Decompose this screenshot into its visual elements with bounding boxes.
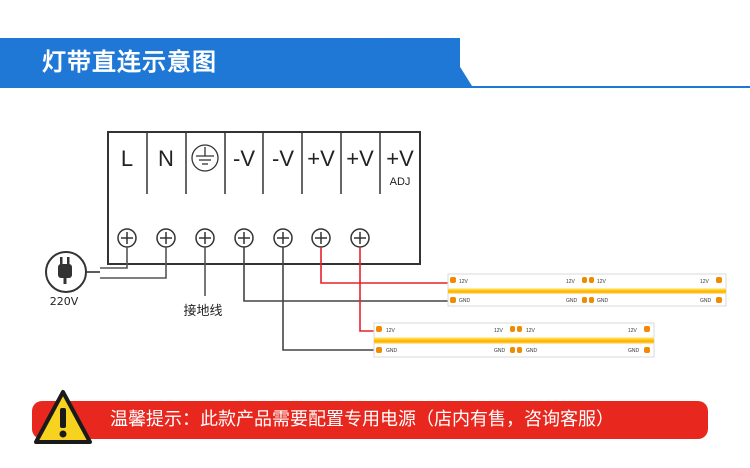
ac-input-wires: [100, 247, 167, 279]
led-strip: 12V 12V 12V 12V GND GND GND GND: [447, 273, 727, 307]
strip-label-gnd: GND: [386, 348, 398, 354]
strip-label-gnd: GND: [526, 348, 538, 354]
positive-wires: [320, 247, 455, 332]
terminal-label-pos-adj: +V: [386, 146, 414, 171]
page-title: 灯带直连示意图: [42, 48, 217, 76]
strip-label-12v: 12V: [628, 328, 638, 334]
negative-wires: [243, 247, 455, 351]
strip-label-gnd: GND: [459, 298, 471, 304]
strip-label-12v: 12V: [386, 328, 396, 334]
screw-terminal: [311, 228, 331, 248]
led-glow: [374, 337, 654, 344]
plug-icon: [45, 251, 100, 293]
power-supply: L N -V -V +V +V +V ADJ: [107, 131, 421, 265]
warning-banner: [32, 401, 708, 439]
voltage-label: 220V: [50, 295, 79, 308]
strip-label-12v: 12V: [459, 279, 469, 285]
terminal-label-l: L: [121, 146, 133, 171]
strip-label-gnd: GND: [566, 298, 578, 304]
warning-triangle-icon: [34, 390, 92, 444]
ground-wire-label: 接地线: [183, 303, 222, 319]
terminal-label-n: N: [158, 146, 174, 171]
terminal-label-neg-2: -V: [272, 146, 294, 171]
header-rule: [0, 86, 750, 88]
screw-terminal: [117, 228, 137, 248]
ground-icon: [191, 144, 219, 172]
strip-label-12v: 12V: [494, 328, 504, 334]
strip-label-12v: 12V: [700, 279, 710, 285]
header-stripes: [345, 38, 472, 86]
terminal-label-pos-2: +V: [346, 146, 374, 171]
terminal-label-neg-1: -V: [233, 146, 255, 171]
adj-label: ADJ: [390, 176, 411, 188]
screw-terminal: [156, 228, 176, 248]
strip-label-12v: 12V: [597, 279, 607, 285]
strip-label-gnd: GND: [597, 298, 609, 304]
terminal-label-pos-1: +V: [307, 146, 335, 171]
strip-label-12v: 12V: [526, 328, 536, 334]
strip-label-gnd: GND: [628, 348, 640, 354]
screw-terminal: [195, 228, 215, 248]
screw-terminal: [273, 228, 293, 248]
strip-label-gnd: GND: [494, 348, 506, 354]
strip-label-gnd: GND: [700, 298, 712, 304]
led-glow: [448, 288, 726, 294]
screw-terminal: [234, 228, 254, 248]
screw-terminal: [350, 228, 370, 248]
warning-text: 温馨提示：此款产品需要配置专用电源（店内有售，咨询客服）: [110, 409, 614, 430]
strip-label-12v: 12V: [566, 279, 576, 285]
led-strip: 12V 12V 12V 12V GND GND GND GND: [373, 322, 655, 358]
